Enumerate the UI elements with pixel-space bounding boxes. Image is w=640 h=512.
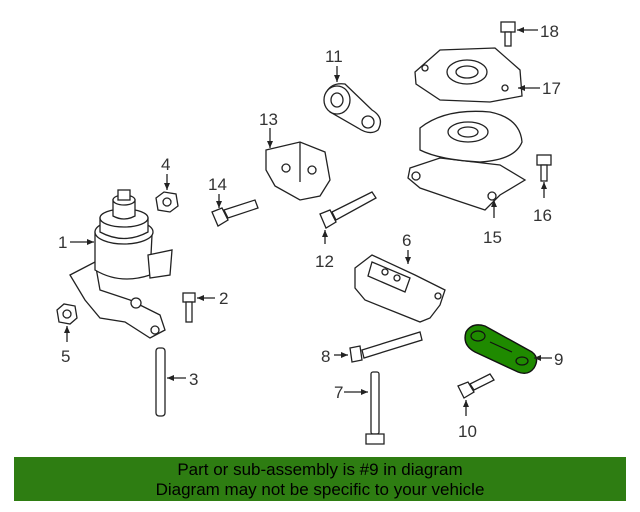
part-14-bolt[interactable]: [211, 199, 259, 227]
part-11-bushing[interactable]: [323, 83, 382, 134]
part-1-engine-mount[interactable]: [69, 189, 173, 339]
callout-2: 2: [219, 289, 228, 308]
part-2-bolt[interactable]: [182, 292, 196, 323]
callout-18: 18: [540, 22, 559, 41]
part-17-mount-plate[interactable]: [414, 47, 523, 103]
part-16-bolt[interactable]: [536, 154, 552, 182]
part-8-bolt[interactable]: [349, 331, 423, 363]
callout-16: 16: [533, 206, 552, 225]
callout-4: 4: [161, 155, 170, 174]
banner-line-2: Diagram may not be specific to your vehi…: [155, 480, 485, 499]
part-4-nut[interactable]: [155, 191, 179, 213]
callout-11: 11: [325, 47, 343, 66]
callout-6: 6: [402, 231, 411, 250]
part-12-bolt[interactable]: [319, 191, 377, 229]
callout-1: 1: [58, 233, 67, 252]
banner-line-1: Part or sub-assembly is #9 in diagram: [177, 460, 463, 479]
callout-8: 8: [321, 347, 330, 366]
part-15-mount[interactable]: [407, 110, 527, 211]
callout-7: 7: [334, 383, 343, 402]
part-7-bolt[interactable]: [365, 371, 385, 445]
part-18-bolt[interactable]: [500, 21, 516, 47]
parts-diagram: 1 2 3 4 5 6 7: [56, 21, 563, 445]
part-6-bracket[interactable]: [354, 254, 446, 323]
callout-15: 15: [483, 228, 502, 247]
callout-9: 9: [554, 350, 563, 369]
part-5-nut[interactable]: [56, 303, 78, 325]
callout-17: 17: [542, 79, 561, 98]
part-9-torque-rod[interactable]: [464, 324, 538, 375]
callout-12: 12: [315, 252, 334, 271]
callout-5: 5: [61, 347, 70, 366]
callout-13: 13: [259, 110, 278, 129]
info-banner: Part or sub-assembly is #9 in diagram Di…: [14, 457, 626, 501]
part-10-bolt[interactable]: [457, 373, 495, 399]
callout-14: 14: [208, 175, 227, 194]
part-3-stud[interactable]: [155, 347, 166, 417]
callout-3: 3: [189, 370, 198, 389]
callout-10: 10: [458, 422, 477, 441]
part-13-bracket[interactable]: [265, 141, 331, 201]
